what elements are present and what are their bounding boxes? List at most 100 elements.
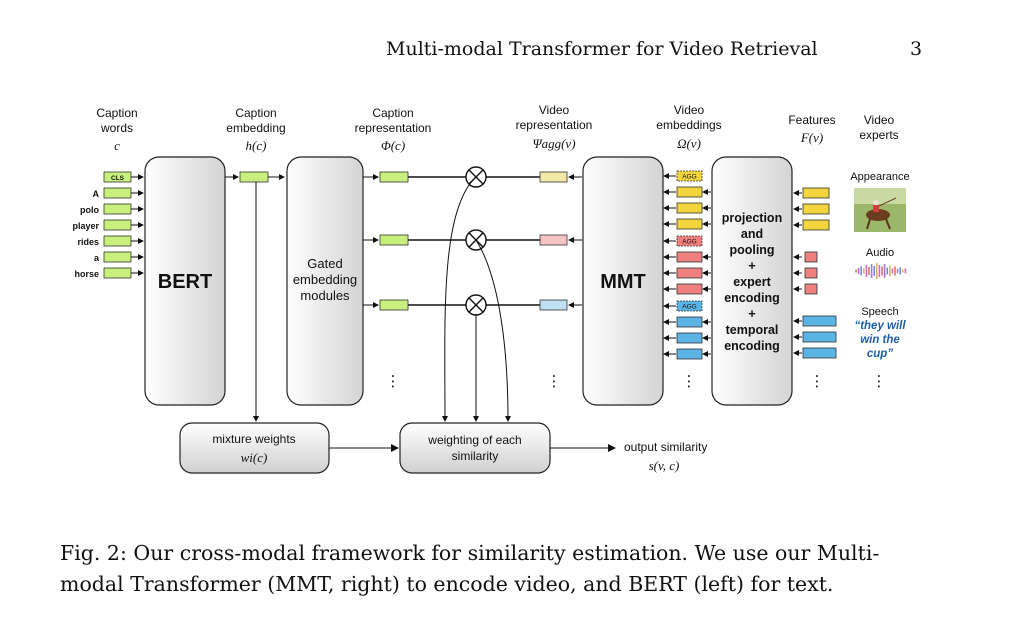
header-caption-words-l2: words (100, 121, 133, 135)
weighting-label-l1: weighting of each (427, 433, 521, 447)
word-token-3 (103, 219, 132, 231)
feature-token-audio-0 (804, 251, 818, 263)
word-label-5: a (94, 253, 100, 263)
horse-leg-1 (866, 218, 871, 230)
framework-figure: Caption words c Caption embedding h(c) C… (72, 103, 910, 474)
multiply-cross-b-speech (468, 297, 484, 313)
ellipsis-video-emb: ⋮ (682, 373, 697, 390)
projection-label-l3: pooling (729, 243, 774, 257)
mixture-weights-math: wi(c) (241, 450, 268, 465)
features (793, 187, 837, 359)
video-emb-token-appearance-3 (676, 218, 703, 230)
mmt-box (582, 156, 664, 406)
horse-shape (866, 209, 890, 221)
caption-rep-token-audio (379, 234, 409, 246)
running-title: Multi-modal Transformer for Video Retrie… (386, 38, 818, 60)
agg-token-audio-0 (676, 235, 703, 247)
output-similarity-math: s(v, c) (649, 458, 680, 473)
header-caption-rep-l1: Caption (372, 106, 413, 120)
caption-line-1: Fig. 2: Our cross-modal framework for si… (60, 541, 880, 565)
feature-token-appearance-2 (802, 219, 830, 231)
weighting-box (399, 422, 551, 474)
video-rep-token-speech (539, 299, 568, 311)
expert-speech-label: Speech (861, 306, 898, 318)
representation-rows (363, 166, 582, 316)
audio-waveform (855, 263, 907, 279)
video-emb-token-speech-2 (676, 332, 703, 344)
header-video-experts: Video experts (859, 113, 898, 142)
video-emb-token-audio-2 (676, 267, 703, 279)
header-caption-rep-l3: Φ(c) (381, 138, 405, 153)
header-caption-embedding: Caption embedding h(c) (226, 106, 285, 153)
caption-embedding-token (239, 171, 269, 183)
figure-caption: Fig. 2: Our cross-modal framework for si… (60, 538, 940, 600)
video-emb-token-audio-3 (676, 283, 703, 295)
rider-head (873, 200, 879, 206)
expert-audio-label: Audio (866, 247, 894, 259)
feature-token-appearance-0 (802, 187, 830, 199)
caption-rep-token-appearance (379, 171, 409, 183)
word-label-1: A (93, 189, 100, 199)
video-emb-token-speech-1 (676, 316, 703, 328)
mmt-label: MMT (600, 271, 646, 293)
header-video-rep-l1: Video (539, 103, 570, 117)
word-token-2 (103, 203, 132, 215)
projection-box (711, 156, 793, 406)
gated-label-l3: modules (300, 288, 350, 303)
horse-leg-2 (885, 218, 891, 230)
gated-label-l2: embedding (293, 272, 357, 287)
polo-mallet (878, 197, 897, 207)
header-video-experts-l2: experts (859, 128, 898, 142)
expert-appearance-label: Appearance (850, 171, 909, 183)
ellipsis-caption-rep: ⋮ (386, 373, 401, 390)
sim-curve-audio (475, 239, 511, 422)
page-number: 3 (910, 38, 923, 60)
appearance-image-sky (854, 188, 906, 204)
projection-label-l2: and (741, 227, 763, 241)
projection-label-l9: encoding (724, 339, 780, 353)
header-video-emb-l3: Ω(v) (677, 136, 701, 151)
projection-label-l8: temporal (726, 323, 779, 337)
word-token-6 (103, 267, 132, 279)
video-emb-token-speech-3 (676, 348, 703, 360)
feature-token-appearance-1 (802, 203, 830, 215)
header-caption-embedding-l2: embedding (226, 121, 285, 135)
header-caption-words-l3: c (114, 138, 120, 153)
output-similarity-label: output similarity (624, 440, 707, 454)
header-video-experts-l1: Video (864, 113, 895, 127)
agg-token-label-appearance: AGG (682, 174, 696, 181)
header-video-rep-l2: representation (516, 118, 593, 132)
word-label-3: player (72, 221, 99, 231)
agg-token-appearance-0 (676, 170, 703, 182)
gated-embedding-box (286, 156, 364, 406)
video-emb-token-appearance-2 (676, 202, 703, 214)
speech-quote-l2: win the (860, 334, 900, 346)
caption-line-2: modal Transformer (MMT, right) to encode… (60, 572, 834, 596)
agg-token-speech-0 (676, 300, 703, 312)
ellipsis-video-rep: ⋮ (547, 373, 562, 390)
header-caption-words-l1: Caption (96, 106, 137, 120)
speech-quote-l3: cup” (867, 348, 893, 360)
caption-rep-token-speech (379, 299, 409, 311)
feature-token-speech-2 (802, 347, 837, 359)
mixture-weights-box (179, 422, 330, 474)
feature-token-speech-0 (802, 315, 837, 327)
cls-token-label: CLS (111, 175, 125, 182)
weighting-label-l2: similarity (452, 449, 499, 463)
header-caption-representation: Caption representation Φ(c) (355, 106, 432, 153)
header-video-representation: Video representation Ψagg(v) (516, 103, 593, 151)
header-caption-embedding-l3: h(c) (246, 138, 267, 153)
word-token-1 (103, 187, 132, 199)
header-video-emb-l2: embeddings (656, 118, 721, 132)
projection-label-l5: expert (733, 275, 771, 289)
speech-quote-l1: “they will (854, 320, 906, 332)
agg-token-label-audio: AGG (682, 239, 696, 246)
header-video-emb-l1: Video (674, 103, 705, 117)
feature-token-speech-1 (802, 331, 837, 343)
video-rep-token-appearance (539, 171, 568, 183)
header-features-l2: F(v) (800, 130, 823, 145)
rider-body (873, 205, 879, 212)
word-label-6: horse (74, 269, 99, 279)
